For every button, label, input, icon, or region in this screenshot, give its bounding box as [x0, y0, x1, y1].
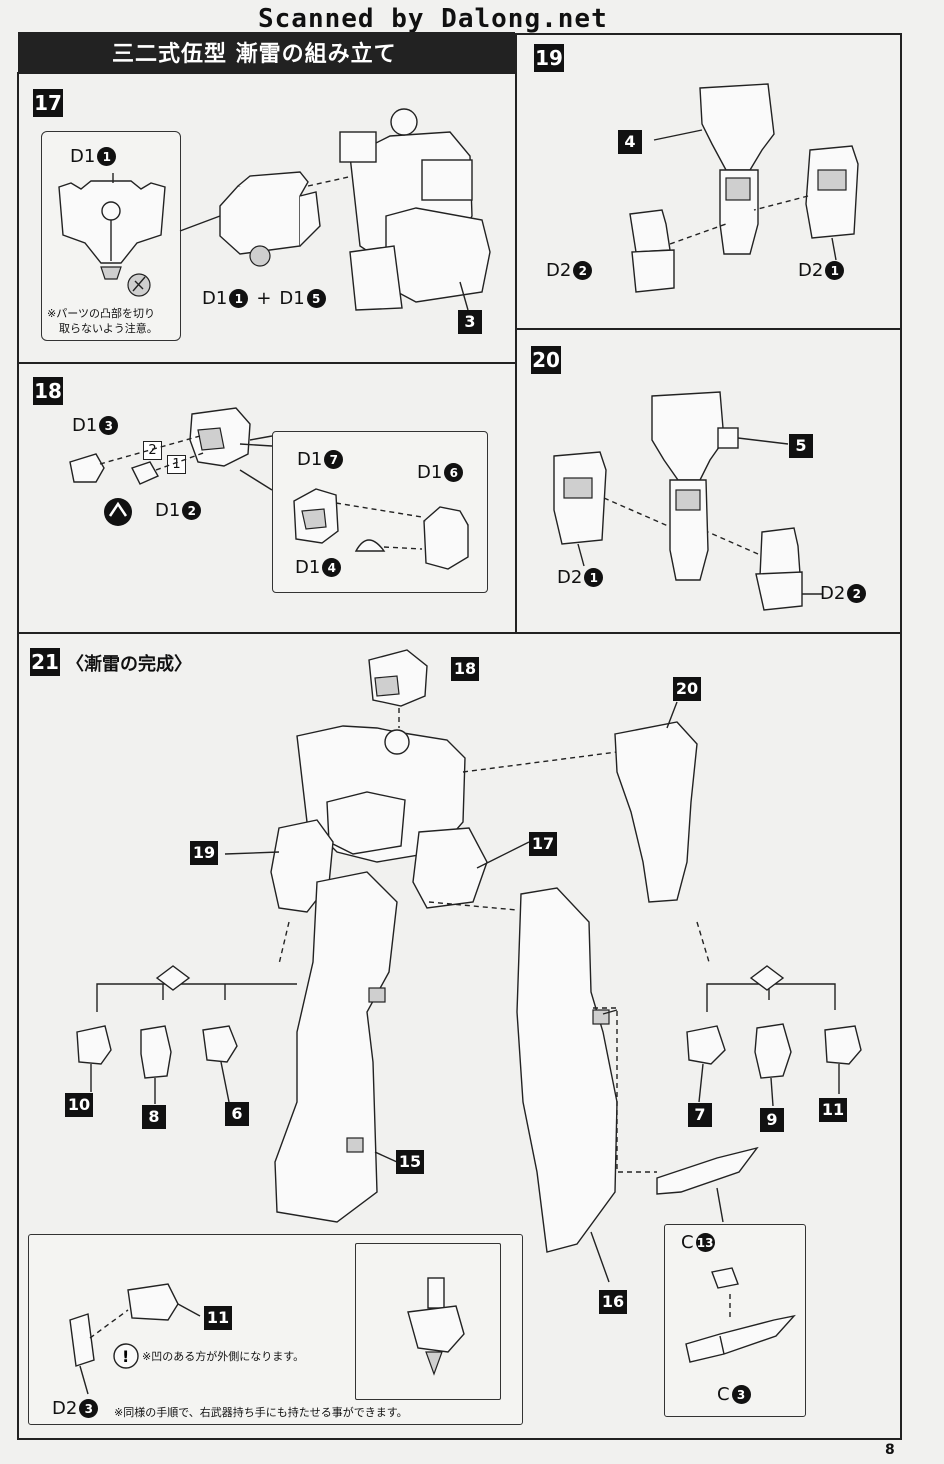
step17-inset-part-drawing — [58, 173, 166, 297]
part-number: 7 — [324, 450, 344, 469]
step17-assembly-drawing — [179, 108, 491, 311]
step21-full-assembly-drawing — [76, 649, 862, 1283]
step17-note: ※パーツの凸部を切り 取らないよう注意。 — [47, 306, 158, 336]
part-code: D1 — [297, 449, 323, 470]
step19-callout: 4 — [618, 130, 642, 154]
step18-order-2: 2 — [143, 441, 162, 460]
part-code: D1 — [295, 557, 321, 578]
note-line: 取らないよう注意。 — [59, 322, 158, 335]
watermark: Scanned by Dalong.net — [258, 4, 608, 34]
step21-note-outer-side: ※凹のある方が外側になります。 — [142, 1350, 305, 1363]
step21-note-same-procedure: ※同様の手順で、右武器持ち手にも持たせる事ができます。 — [114, 1406, 408, 1419]
step18-assembly-drawing — [69, 407, 273, 526]
step20-callout: 5 — [789, 434, 813, 458]
page-title-banner — [18, 32, 515, 72]
step21-panel — [17, 632, 902, 1440]
step21-right-arm-callout: 20 — [673, 677, 701, 701]
part-number: 1 — [97, 147, 117, 166]
part-number: 2 — [847, 584, 867, 603]
part-code: D2 — [546, 260, 572, 281]
part-code: C — [717, 1384, 730, 1405]
part-code: D1 — [155, 500, 181, 521]
part-number: 1 — [584, 568, 604, 587]
step18-inset-drawing — [293, 488, 469, 570]
part-number: 3 — [99, 416, 119, 435]
part-code: D1 — [202, 288, 228, 309]
part-number: 3 — [79, 1399, 99, 1418]
page-title: 三二式伍型 漸雷の組み立て — [112, 42, 397, 67]
step21-hand-11-callout: 11 — [819, 1098, 847, 1122]
part-code: D1 — [72, 415, 98, 436]
part-code: D2 — [557, 567, 583, 588]
step17-callout: 3 — [458, 310, 482, 334]
step21-hand-10-callout: 10 — [65, 1093, 93, 1117]
step21-inset-drawing: ! — [69, 1277, 465, 1395]
step21-body-callout: 17 — [529, 832, 557, 856]
step18-order-1: 1 — [167, 455, 186, 474]
part-number: 1 — [229, 289, 249, 308]
part-code: C — [681, 1232, 694, 1253]
step19-number: 19 — [534, 44, 564, 72]
part-code: D1 — [70, 146, 96, 167]
step21-hand-7-callout: 7 — [688, 1103, 712, 1127]
part-code: D2 — [798, 260, 824, 281]
step21-left-leg-callout: 15 — [396, 1150, 424, 1174]
step21-number: 21 — [30, 648, 60, 676]
step21-hand-6-callout: 6 — [225, 1102, 249, 1126]
part-code: D2 — [52, 1398, 78, 1419]
part-number: 13 — [695, 1233, 715, 1252]
part-number: 4 — [322, 558, 342, 577]
step18-number: 18 — [33, 377, 63, 405]
step21-inset-hand-callout: 11 — [204, 1306, 232, 1330]
part-number: 5 — [306, 289, 326, 308]
part-number: 3 — [731, 1385, 751, 1404]
step21-hand-8-callout: 8 — [142, 1105, 166, 1129]
step20-number: 20 — [531, 346, 561, 374]
svg-text:!: ! — [122, 1347, 129, 1366]
part-number: 2 — [182, 501, 202, 520]
step17-number: 17 — [33, 89, 63, 117]
step21-head-callout: 18 — [451, 657, 479, 681]
note-line: ※パーツの凸部を切り — [47, 307, 155, 320]
page-number: 8 — [885, 1442, 895, 1458]
step21-left-arm-callout: 19 — [190, 841, 218, 865]
step20-assembly-drawing — [553, 391, 822, 611]
step19-assembly-drawing — [629, 83, 859, 293]
part-code: D1 — [279, 288, 305, 309]
step21-hand-9-callout: 9 — [760, 1108, 784, 1132]
part-number: 6 — [444, 463, 464, 482]
part-code: D2 — [820, 583, 846, 604]
step21-title: 〈漸雷の完成〉 — [66, 654, 192, 675]
part-code: D1 — [417, 462, 443, 483]
step21-right-leg-callout: 16 — [599, 1290, 627, 1314]
part-number: 1 — [825, 261, 845, 280]
step18-inset-pointer — [239, 443, 273, 491]
plus-sign: + — [256, 288, 272, 309]
step21-knife-inset-drawing — [685, 1267, 796, 1363]
part-number: 2 — [573, 261, 593, 280]
